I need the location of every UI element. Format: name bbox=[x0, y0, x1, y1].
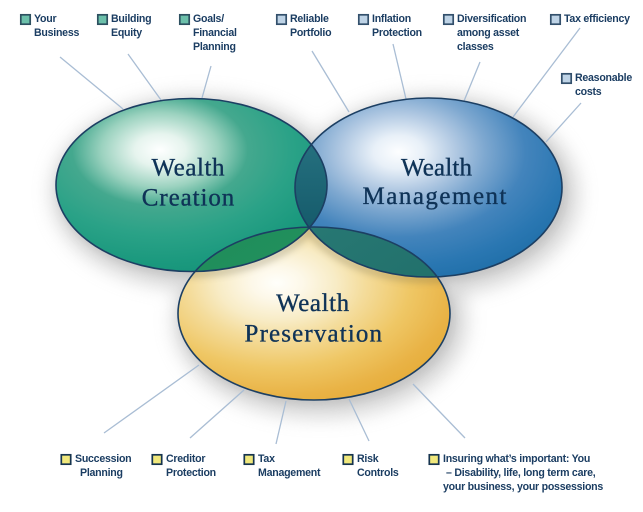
svg-text:Reliable: Reliable bbox=[290, 13, 329, 25]
svg-text:Tax efficiency: Tax efficiency bbox=[564, 13, 630, 25]
svg-text:– Disability, life, long term: – Disability, life, long term care, bbox=[446, 467, 596, 479]
svg-text:Protection: Protection bbox=[372, 27, 422, 39]
svg-text:Succession: Succession bbox=[75, 453, 131, 465]
svg-text:Management: Management bbox=[363, 183, 507, 210]
svg-text:Business: Business bbox=[34, 27, 79, 39]
svg-text:Your: Your bbox=[34, 13, 56, 25]
svg-text:Risk: Risk bbox=[357, 453, 379, 465]
svg-text:Insuring what’s important: You: Insuring what’s important: You bbox=[443, 453, 590, 465]
svg-text:Planning: Planning bbox=[193, 41, 236, 53]
svg-text:Equity: Equity bbox=[111, 27, 142, 39]
svg-text:Management: Management bbox=[258, 467, 321, 479]
svg-text:Wealth: Wealth bbox=[276, 290, 350, 317]
svg-text:your business, your possession: your business, your possessions bbox=[443, 481, 603, 493]
svg-text:Inflation: Inflation bbox=[372, 13, 411, 25]
svg-text:Creation: Creation bbox=[142, 185, 235, 212]
svg-text:Financial: Financial bbox=[193, 27, 237, 39]
svg-text:Wealth: Wealth bbox=[152, 155, 226, 182]
svg-text:classes: classes bbox=[457, 41, 494, 53]
svg-text:Diversification: Diversification bbox=[457, 13, 526, 25]
svg-text:among asset: among asset bbox=[457, 27, 520, 39]
svg-text:Building: Building bbox=[111, 13, 151, 25]
svg-text:Planning: Planning bbox=[80, 467, 123, 479]
svg-text:Protection: Protection bbox=[166, 467, 216, 479]
svg-text:costs: costs bbox=[575, 86, 602, 98]
svg-text:Tax: Tax bbox=[258, 453, 275, 465]
svg-text:Reasonable: Reasonable bbox=[575, 72, 632, 84]
svg-text:Wealth: Wealth bbox=[401, 154, 473, 181]
svg-text:Goals/: Goals/ bbox=[193, 13, 224, 25]
svg-text:Creditor: Creditor bbox=[166, 453, 205, 465]
svg-text:Portfolio: Portfolio bbox=[290, 27, 332, 39]
svg-text:Controls: Controls bbox=[357, 467, 399, 479]
svg-text:Preservation: Preservation bbox=[245, 320, 383, 347]
